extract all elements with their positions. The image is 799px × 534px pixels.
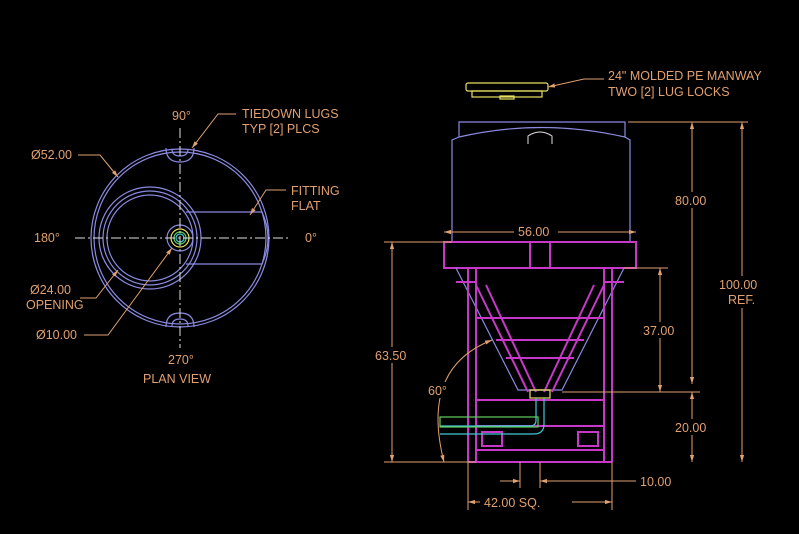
angle-270-label: 270° xyxy=(168,353,194,367)
dim-width-label: 56.00 xyxy=(518,225,549,239)
dim-80-bg xyxy=(672,192,712,208)
outlet-pipe-outer xyxy=(440,398,545,435)
tiedown-lug-top xyxy=(165,147,195,163)
dim-ref-label: REF. xyxy=(728,293,755,307)
tank-body xyxy=(451,121,631,242)
frame-brace-right-2 xyxy=(543,284,595,393)
fitting-dia-label: Ø10.00 xyxy=(36,328,77,342)
dim-base-label: 42.00 SQ. xyxy=(484,496,540,510)
elevation-view: 24" MOLDED PE MANWAY TWO [2] LUG LOCKS xyxy=(372,69,764,510)
tiedown-label-1: TIEDOWN LUGS xyxy=(242,107,339,121)
manway-label-2: TWO [2] LUG LOCKS xyxy=(608,85,730,99)
dim-6350-label: 63.50 xyxy=(375,349,406,363)
opening-label: OPENING xyxy=(26,298,84,312)
tiedown-lug-bottom-inner xyxy=(171,318,189,327)
bottom-fitting xyxy=(529,389,551,399)
dim-20-bg xyxy=(672,419,712,435)
dim-80-label: 80.00 xyxy=(675,194,706,208)
dim-angle-label: 60° xyxy=(428,384,447,398)
opening-dia-label: Ø24.00 xyxy=(30,283,71,297)
leader-fitting-flat xyxy=(249,189,286,216)
dim-100-bg xyxy=(716,276,764,308)
outer-dia-label: Ø52.00 xyxy=(31,148,72,162)
dim-60-bg xyxy=(424,382,452,398)
dim-width-bg xyxy=(514,224,558,238)
angle-90-label: 90° xyxy=(172,109,191,123)
leader-opening xyxy=(80,269,119,299)
dim-6350-bg xyxy=(372,347,412,363)
tank-cone xyxy=(455,267,625,391)
manway-lug xyxy=(499,95,515,100)
dim-37-bg xyxy=(640,322,680,338)
dim-base-bg xyxy=(480,494,572,510)
fitting-flat-label-2: FLAT xyxy=(291,199,321,213)
frame-top-ring xyxy=(443,241,637,269)
outlet-pipe-inner xyxy=(440,398,537,427)
frame-brace-right-1 xyxy=(551,284,605,393)
leader-outer-dia xyxy=(78,154,119,178)
angle-0-label: 0° xyxy=(305,231,317,245)
frame-brace-left-1 xyxy=(475,284,529,393)
frame-top-plate xyxy=(529,241,551,269)
tiedown-label-2: TYP [2] PLCS xyxy=(242,122,320,136)
manway-rim xyxy=(471,90,543,98)
fitting-flat-label-1: FITTING xyxy=(291,184,340,198)
tank-handle xyxy=(527,131,553,144)
plan-view: 90° 180° 0° 270° Ø52.00 TIEDOWN LUGS TYP… xyxy=(26,107,340,386)
forklift-pocket-right xyxy=(577,431,599,447)
dim-100-label: 100.00 xyxy=(719,278,757,292)
dim-10-label: 10.00 xyxy=(640,475,671,489)
angle-180-label: 180° xyxy=(34,231,60,245)
plan-view-title: PLAN VIEW xyxy=(143,372,211,386)
dim-37-label: 37.00 xyxy=(643,324,674,338)
manway-lid xyxy=(465,82,549,92)
manway-label-1: 24" MOLDED PE MANWAY xyxy=(608,69,762,83)
leader-manway xyxy=(547,78,604,88)
leader-tiedown xyxy=(191,113,236,149)
dim-20-label: 20.00 xyxy=(675,421,706,435)
frame-brace-left-2 xyxy=(485,284,537,393)
tank-dome xyxy=(458,126,626,138)
leader-fitting-dia xyxy=(84,247,173,336)
